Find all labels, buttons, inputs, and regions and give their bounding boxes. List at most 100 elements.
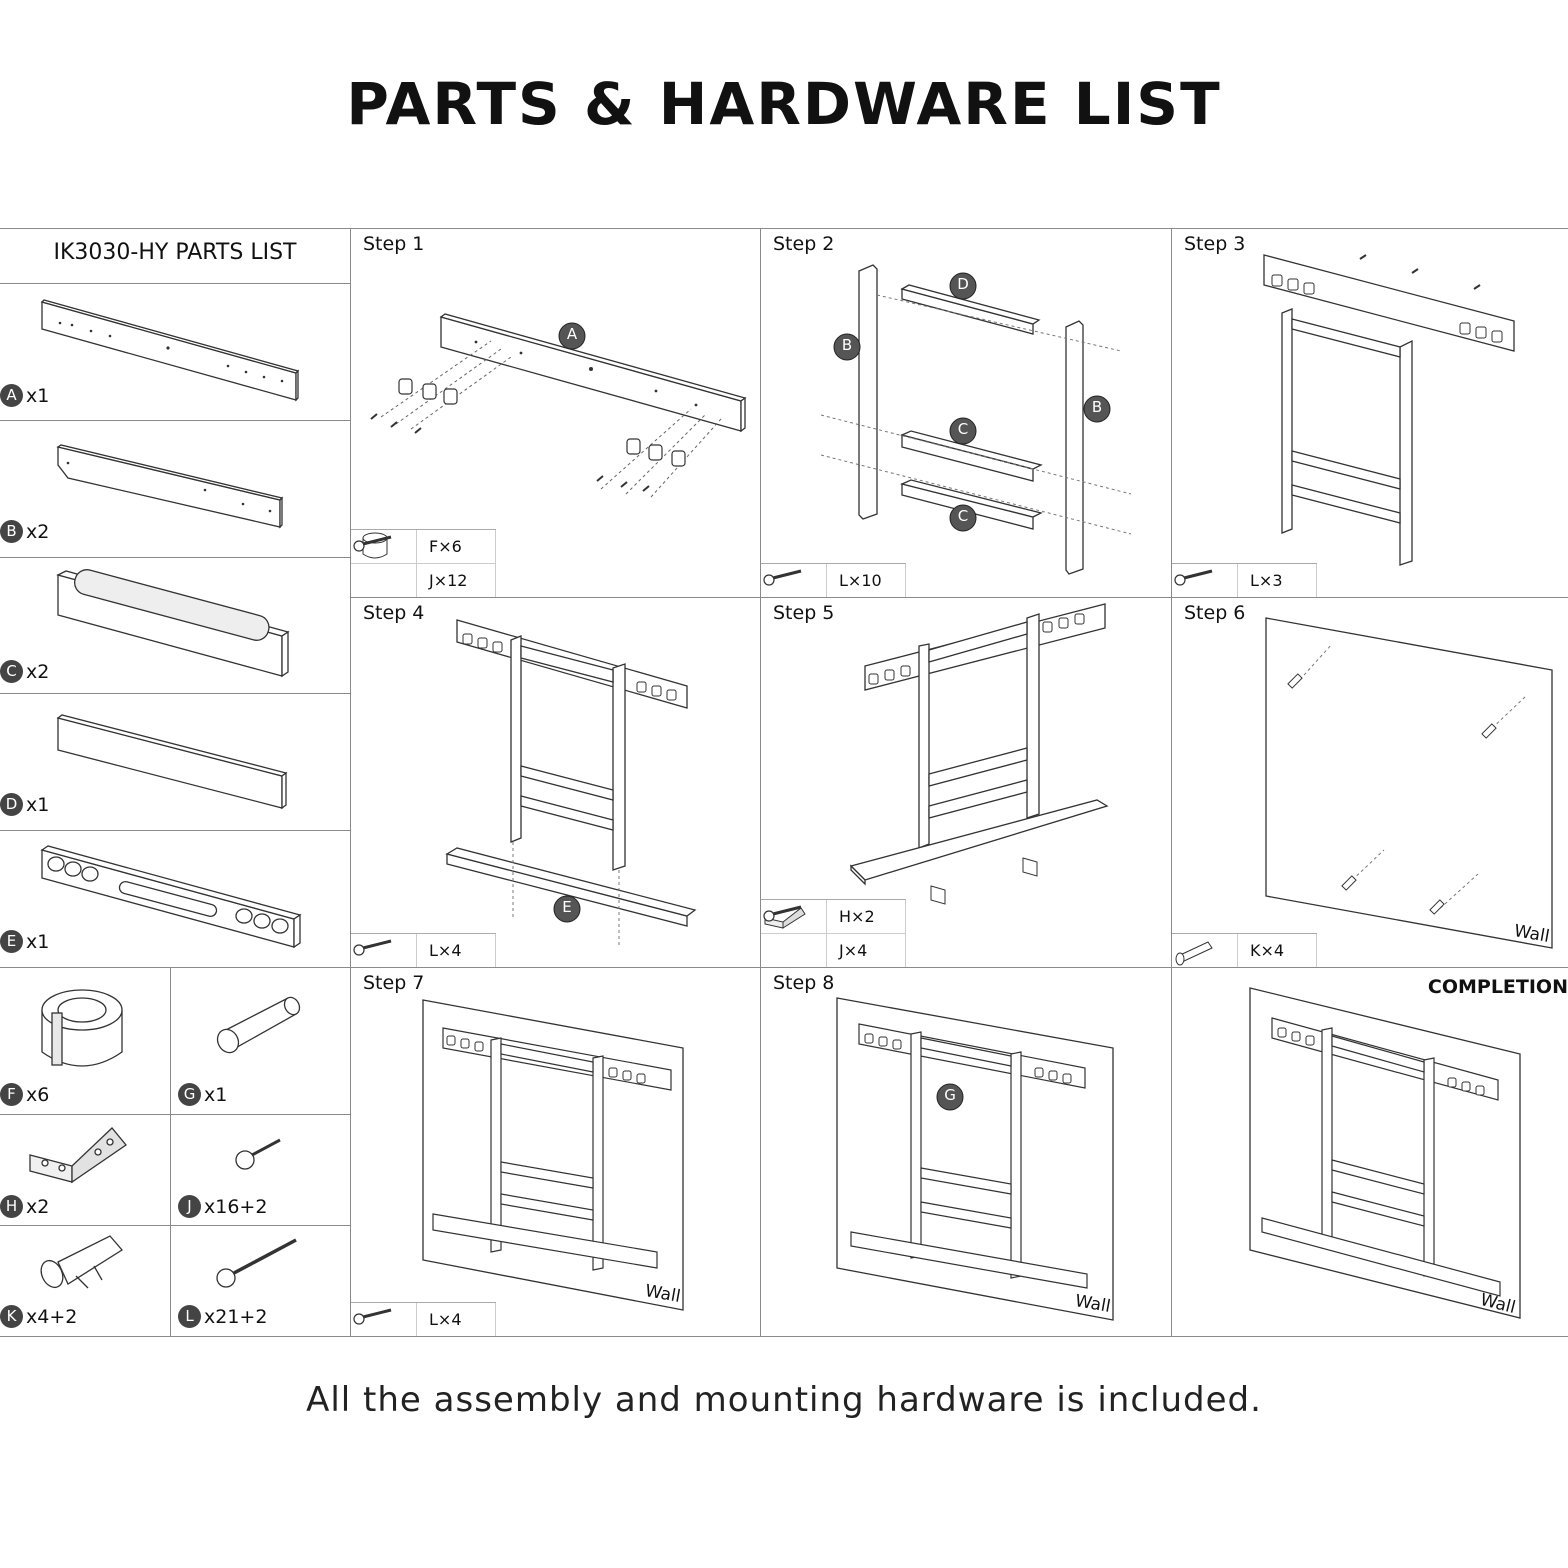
hardware-row: F×6 xyxy=(351,530,496,564)
grid-line xyxy=(760,228,761,1336)
hardware-row: K×4 xyxy=(1172,934,1317,967)
part-e-base xyxy=(40,845,302,949)
hardware-j-screw xyxy=(235,1138,281,1170)
step-7-panel: Wall Step 7 L×4 xyxy=(351,968,760,1336)
step-1-hardware: F×6 J×12 xyxy=(351,529,496,597)
grid-line xyxy=(0,557,350,558)
screw-icon xyxy=(351,934,417,967)
grid-line xyxy=(1171,228,1172,1336)
part-b-side xyxy=(56,444,284,529)
screw-icon xyxy=(1172,564,1238,597)
part-letter-badge: K xyxy=(0,1305,23,1328)
step-1-label: Step 1 xyxy=(363,233,425,255)
hardware-l-screw xyxy=(216,1238,297,1288)
step-6-label: Step 6 xyxy=(1184,602,1246,624)
part-qty: x2 xyxy=(26,520,50,543)
callout-letter: C xyxy=(957,507,969,525)
step-2-panel: D B B C C Step 2 L×10 xyxy=(761,229,1171,597)
part-qty: x1 xyxy=(26,384,50,407)
hardware-qty: L×4 xyxy=(417,934,496,967)
callout-letter: A xyxy=(566,325,578,343)
part-letter-badge: G xyxy=(178,1083,201,1106)
callout-letter: B xyxy=(841,336,853,354)
part-qty: x1 xyxy=(26,793,50,816)
anchor-icon xyxy=(1172,934,1238,967)
step-3-drawing xyxy=(1263,254,1515,566)
part-qty: x2 xyxy=(26,1195,50,1218)
step-8-panel: G Wall Step 8 xyxy=(761,968,1171,1336)
step-4-panel: E Step 4 L×4 xyxy=(351,598,760,967)
grid-line xyxy=(0,283,350,284)
part-letter-badge: C xyxy=(0,660,23,683)
cap-icon xyxy=(351,530,417,563)
part-qty: x4+2 xyxy=(26,1305,78,1328)
step-4-hardware: L×4 xyxy=(351,933,496,967)
step-4-drawing xyxy=(445,619,697,948)
hardware-row: J×12 xyxy=(351,535,496,597)
grid-line xyxy=(0,693,350,694)
screw-icon xyxy=(351,535,417,597)
step-2-label: Step 2 xyxy=(773,233,835,255)
hardware-qty: L×10 xyxy=(827,564,906,597)
hardware-qty: K×4 xyxy=(1238,934,1317,967)
callout-letter: G xyxy=(944,1086,956,1104)
step-7-drawing xyxy=(422,999,684,1311)
part-letter-badge: L xyxy=(178,1305,201,1328)
part-qty: x6 xyxy=(26,1083,50,1106)
screw-icon xyxy=(761,564,827,597)
part-qty: x21+2 xyxy=(204,1305,268,1328)
grid-line xyxy=(170,967,171,1336)
hardware-g-dowel xyxy=(216,996,301,1054)
hardware-row: J×4 xyxy=(761,905,906,967)
completion-drawing xyxy=(1249,987,1521,1319)
part-c-shelf xyxy=(56,569,290,678)
hardware-row: L×3 xyxy=(1172,564,1317,597)
part-a-rail xyxy=(40,299,300,402)
hardware-qty: L×4 xyxy=(417,1303,496,1336)
step-1-drawing xyxy=(370,313,747,498)
screw-icon xyxy=(351,1303,417,1336)
completion-label: COMPLETION xyxy=(1427,976,1568,998)
hardware-qty: L×3 xyxy=(1238,564,1317,597)
grid-line xyxy=(0,420,350,421)
hardware-f-cap xyxy=(41,989,123,1067)
grid-line xyxy=(0,967,1568,968)
part-letter-badge: B xyxy=(0,520,23,543)
part-letter-badge: J xyxy=(178,1195,201,1218)
step-3-panel: Step 3 L×3 xyxy=(1172,229,1568,597)
grid-line xyxy=(0,1336,1568,1337)
hardware-k-anchor xyxy=(40,1235,123,1289)
grid-line xyxy=(0,1225,350,1226)
step-8-label: Step 8 xyxy=(773,972,835,994)
hardware-row: L×10 xyxy=(761,564,906,597)
grid-line xyxy=(0,830,350,831)
parts-illustrations xyxy=(40,299,302,949)
step-4-label: Step 4 xyxy=(363,602,425,624)
part-qty: x1 xyxy=(204,1083,228,1106)
grid-line xyxy=(350,228,351,1336)
step-7-label: Step 7 xyxy=(363,972,425,994)
step-3-label: Step 3 xyxy=(1184,233,1246,255)
callout-letter: B xyxy=(1091,398,1103,416)
part-letter-badge: D xyxy=(0,793,23,816)
footer-note: All the assembly and mounting hardware i… xyxy=(306,1380,1262,1420)
part-qty: x1 xyxy=(26,930,50,953)
hardware-row: L×4 xyxy=(351,1303,496,1336)
part-qty: x2 xyxy=(26,660,50,683)
parts-list-title: IK3030-HY PARTS LIST xyxy=(53,240,297,265)
hardware-qty: J×4 xyxy=(827,934,906,967)
grid-line xyxy=(350,597,1568,598)
hardware-qty: H×2 xyxy=(827,900,906,933)
callout-letter: C xyxy=(957,420,969,438)
